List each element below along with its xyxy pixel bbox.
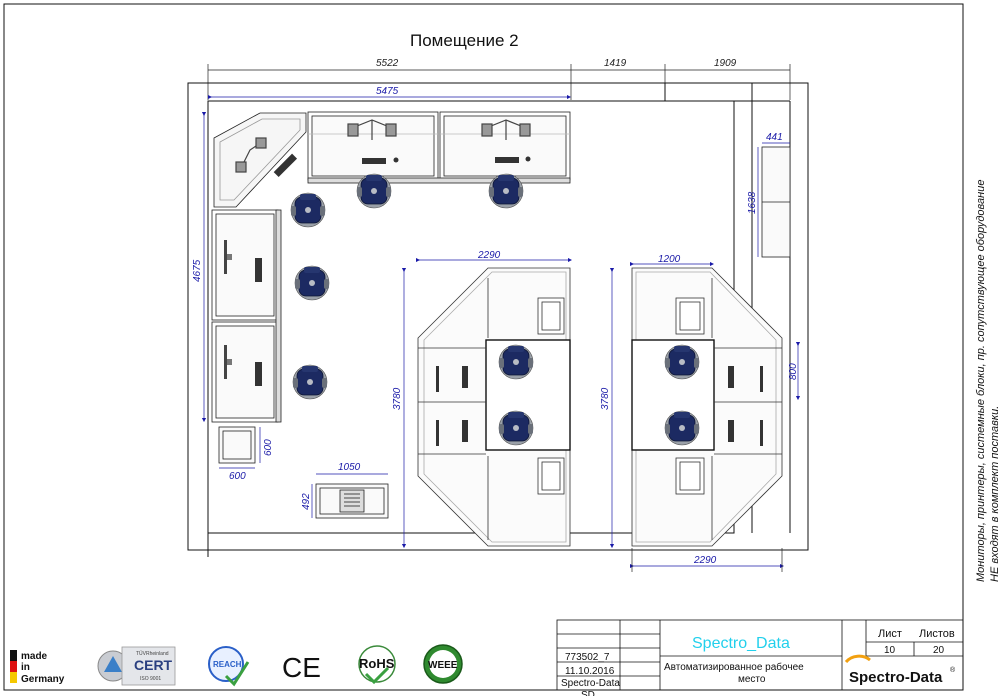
tb-sheets-label: Листов xyxy=(919,628,955,640)
made-in-line3: Germany xyxy=(21,674,65,685)
dim-small-box-height: 600 xyxy=(263,439,274,456)
block1-equipment xyxy=(436,366,468,446)
workstation-block-2 xyxy=(631,267,783,547)
tb-date: 11.10.2016 xyxy=(565,666,615,677)
weee-logo: WEEE xyxy=(423,644,463,684)
weee-text: WEEE xyxy=(428,660,458,671)
dim-left-height: 4675 xyxy=(192,259,203,282)
dim-block2-width: 1200 xyxy=(658,254,681,265)
cert-logo: TÜVRheinland CERT ISO 9001 xyxy=(97,646,176,686)
page-title: Помещение 2 xyxy=(410,31,519,50)
left-desks xyxy=(211,209,282,423)
tb-description-2: место xyxy=(738,674,766,685)
tb-description-1: Автоматизированное рабочее xyxy=(664,661,804,673)
chair-block2-2 xyxy=(664,410,700,446)
cabinet-right xyxy=(761,146,791,258)
dim-top-1: 5522 xyxy=(376,58,399,69)
tb-project-name: Spectro_Data xyxy=(692,635,790,652)
block2-equipment xyxy=(728,366,763,446)
dim-inner-top: 5475 xyxy=(376,86,399,97)
rack xyxy=(315,483,389,519)
cert-main: CERT xyxy=(134,657,173,673)
dim-block1-width: 2290 xyxy=(477,250,501,261)
chair-top-1 xyxy=(356,173,392,209)
dim-block2-side: 800 xyxy=(788,363,799,380)
dim-rack-height: 492 xyxy=(301,493,312,510)
dim-block2-height: 3780 xyxy=(600,387,611,410)
top-dimension-lines xyxy=(207,64,791,100)
brand-logo: Spectro-Data ® xyxy=(844,654,956,686)
title-block-frame xyxy=(556,619,964,691)
chair-top-2 xyxy=(488,173,524,209)
monitor-arms-top xyxy=(347,119,531,140)
rohs-text: RoHS xyxy=(359,656,395,671)
side-note-line2: НЕ входят в комплект поставки. xyxy=(989,406,1000,582)
dim-rack-width: 1050 xyxy=(338,462,361,473)
dim-top-2: 1419 xyxy=(604,58,627,69)
dim-block1-lines xyxy=(401,257,573,549)
dim-top-3: 1909 xyxy=(714,58,737,69)
reach-logo: REACH xyxy=(208,646,250,687)
made-in-line2: in xyxy=(21,662,30,673)
dim-small-box-lines xyxy=(219,427,261,469)
dim-rack-lines xyxy=(311,473,388,518)
tb-code: SD xyxy=(581,690,595,696)
dim-block2-lines xyxy=(609,261,801,572)
cert-iso: ISO 9001 xyxy=(140,676,161,682)
dim-block1-height: 3780 xyxy=(392,387,403,410)
dim-cabinet-width: 441 xyxy=(766,132,783,143)
brand-mark: ® xyxy=(950,666,956,674)
chair-corner xyxy=(290,192,326,228)
tb-sheet-label: Лист xyxy=(878,628,902,640)
corner-desk xyxy=(213,112,307,208)
corner-keyboard xyxy=(273,153,298,178)
small-box xyxy=(218,426,256,464)
tb-sheets-value: 20 xyxy=(933,645,945,656)
chair-block1-1 xyxy=(498,344,534,380)
side-note-line1: Мониторы, принтеры, системные блоки, пр.… xyxy=(975,180,987,582)
cert-small: TÜVRheinland xyxy=(136,650,169,657)
ce-logo: CE xyxy=(282,652,321,683)
chair-left-1 xyxy=(294,265,330,301)
keyboards-top xyxy=(362,156,531,164)
made-in-line1: made xyxy=(21,651,48,662)
corner-desk-monitor xyxy=(235,137,267,173)
dim-cabinet-lines xyxy=(757,142,790,257)
top-desk-row xyxy=(307,111,571,184)
sheet-frame xyxy=(3,3,964,691)
dim-block2-bottom: 2290 xyxy=(693,555,717,566)
left-keyboards xyxy=(255,258,262,386)
workstation-block-1 xyxy=(417,267,571,547)
chair-block2-1 xyxy=(664,344,700,380)
tb-company: Spectro-Data xyxy=(561,678,620,689)
tb-sheet-value: 10 xyxy=(884,645,896,656)
reach-text: REACH xyxy=(213,660,242,669)
dim-small-box-width: 600 xyxy=(229,471,246,482)
chair-block1-2 xyxy=(498,410,534,446)
brand-name: Spectro-Data xyxy=(849,669,943,686)
tb-doc-number: 773502_7 xyxy=(565,652,610,663)
dim-cabinet-height: 1638 xyxy=(747,191,758,214)
chair-left-2 xyxy=(292,364,328,400)
made-in-germany-logo: made in Germany xyxy=(10,650,65,685)
rohs-logo: RoHS xyxy=(358,645,396,685)
